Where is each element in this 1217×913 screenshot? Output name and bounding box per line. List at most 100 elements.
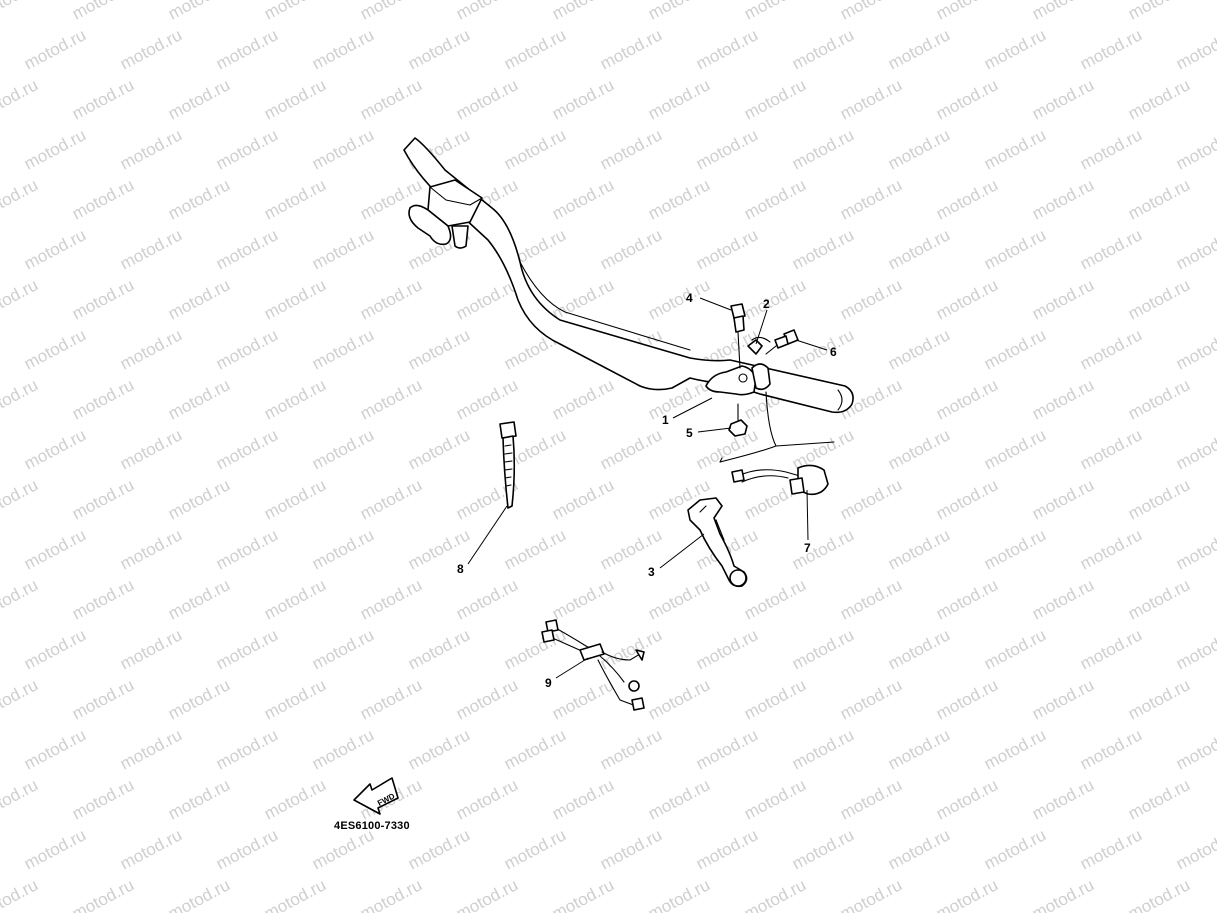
watermark-text: motod.ru: [69, 75, 137, 123]
watermark-text: motod.ru: [885, 25, 953, 73]
watermark-text: motod.ru: [837, 575, 905, 623]
watermark-text: motod.ru: [981, 625, 1049, 673]
watermark-text: motod.ru: [405, 625, 473, 673]
watermark-text: motod.ru: [837, 675, 905, 723]
watermark-text: motod.ru: [1125, 175, 1193, 223]
watermark-text: motod.ru: [261, 375, 329, 423]
watermark-text: motod.ru: [453, 575, 521, 623]
watermark-text: motod.ru: [933, 775, 1001, 823]
watermark-text: motod.ru: [69, 475, 137, 523]
watermark-text: motod.ru: [885, 725, 953, 773]
watermark-text: motod.ru: [213, 825, 281, 873]
watermark-text: motod.ru: [213, 625, 281, 673]
watermark-text: motod.ru: [693, 825, 761, 873]
watermark-text: motod.ru: [933, 675, 1001, 723]
watermark-text: motod.ru: [261, 675, 329, 723]
watermark-text: motod.ru: [117, 125, 185, 173]
watermark-text: motod.ru: [1173, 725, 1217, 773]
callout-2: 2: [763, 297, 770, 311]
watermark-text: motod.ru: [1173, 325, 1217, 373]
watermark-text: motod.ru: [1029, 875, 1097, 913]
watermark-text: motod.ru: [261, 0, 329, 24]
watermark-text: motod.ru: [261, 275, 329, 323]
watermark-text: motod.ru: [693, 25, 761, 73]
watermark-text: motod.ru: [1173, 625, 1217, 673]
clutch-lever: [687, 497, 748, 588]
watermark-text: motod.ru: [453, 875, 521, 913]
watermark-text: motod.ru: [1029, 275, 1097, 323]
watermark-text: motod.ru: [165, 775, 233, 823]
watermark-text: motod.ru: [933, 575, 1001, 623]
watermark-text: motod.ru: [933, 75, 1001, 123]
watermark-text: motod.ru: [741, 75, 809, 123]
watermark-text: motod.ru: [1125, 0, 1193, 24]
watermark-text: motod.ru: [597, 225, 665, 273]
watermark-text: motod.ru: [549, 275, 617, 323]
watermark-text: motod.ru: [549, 875, 617, 913]
watermark-text: motod.ru: [1125, 575, 1193, 623]
watermark-text: motod.ru: [501, 825, 569, 873]
watermark-text: motod.ru: [21, 25, 89, 73]
watermark-text: motod.ru: [0, 475, 41, 523]
watermark-text: motod.ru: [309, 325, 377, 373]
callout-8: 8: [457, 562, 464, 576]
watermark-text: motod.ru: [405, 425, 473, 473]
watermark-text: motod.ru: [69, 0, 137, 24]
watermark-text: motod.ru: [981, 425, 1049, 473]
watermark-text: motod.ru: [405, 825, 473, 873]
watermark-text: motod.ru: [1125, 275, 1193, 323]
watermark-text: motod.ru: [597, 625, 665, 673]
watermark-text: motod.ru: [69, 275, 137, 323]
watermark-text: motod.ru: [261, 775, 329, 823]
watermark-text: motod.ru: [117, 625, 185, 673]
watermark-text: motod.ru: [549, 475, 617, 523]
callout-9: 9: [545, 676, 552, 690]
watermark-text: motod.ru: [69, 375, 137, 423]
watermark-text: motod.ru: [549, 375, 617, 423]
watermark-text: motod.ru: [1029, 675, 1097, 723]
watermark-text: motod.ru: [1029, 375, 1097, 423]
handlebar: [403, 137, 854, 414]
watermark-text: motod.ru: [1077, 225, 1145, 273]
watermark-text: motod.ru: [357, 575, 425, 623]
watermark-text: motod.ru: [0, 0, 41, 24]
watermark-text: motod.ru: [0, 175, 41, 223]
watermark-text: motod.ru: [165, 175, 233, 223]
watermark-text: motod.ru: [405, 725, 473, 773]
watermark-text: motod.ru: [837, 275, 905, 323]
watermark-text: motod.ru: [1173, 25, 1217, 73]
watermark-text: motod.ru: [549, 775, 617, 823]
watermark-text: motod.ru: [597, 825, 665, 873]
watermark-text: motod.ru: [741, 575, 809, 623]
watermark-text: motod.ru: [1125, 475, 1193, 523]
callout-4: 4: [686, 291, 693, 305]
watermark-text: motod.ru: [69, 575, 137, 623]
watermark-text: motod.ru: [357, 475, 425, 523]
watermark-text: motod.ru: [213, 725, 281, 773]
watermark-text: motod.ru: [1125, 75, 1193, 123]
watermark-text: motod.ru: [21, 825, 89, 873]
watermark-text: motod.ru: [933, 475, 1001, 523]
callout-1: 1: [662, 413, 669, 427]
watermark-text: motod.ru: [933, 275, 1001, 323]
watermark-text: motod.ru: [405, 25, 473, 73]
watermark-text: motod.ru: [117, 225, 185, 273]
watermark-text: motod.ru: [981, 125, 1049, 173]
watermark-text: motod.ru: [21, 625, 89, 673]
watermark-text: motod.ru: [309, 825, 377, 873]
watermark-text: motod.ru: [165, 275, 233, 323]
watermark-text: motod.ru: [1029, 475, 1097, 523]
callout-7: 7: [804, 541, 811, 555]
watermark-text: motod.ru: [117, 825, 185, 873]
engine-stop-switch: [731, 464, 829, 496]
watermark-text: motod.ru: [261, 475, 329, 523]
watermark-text: motod.ru: [837, 0, 905, 24]
watermark-text: motod.ru: [1077, 625, 1145, 673]
watermark-text: motod.ru: [597, 525, 665, 573]
watermark-text: motod.ru: [933, 875, 1001, 913]
watermark-text: motod.ru: [645, 0, 713, 24]
watermark-text: motod.ru: [1173, 425, 1217, 473]
callout-5: 5: [686, 426, 693, 440]
watermark-text: motod.ru: [981, 825, 1049, 873]
